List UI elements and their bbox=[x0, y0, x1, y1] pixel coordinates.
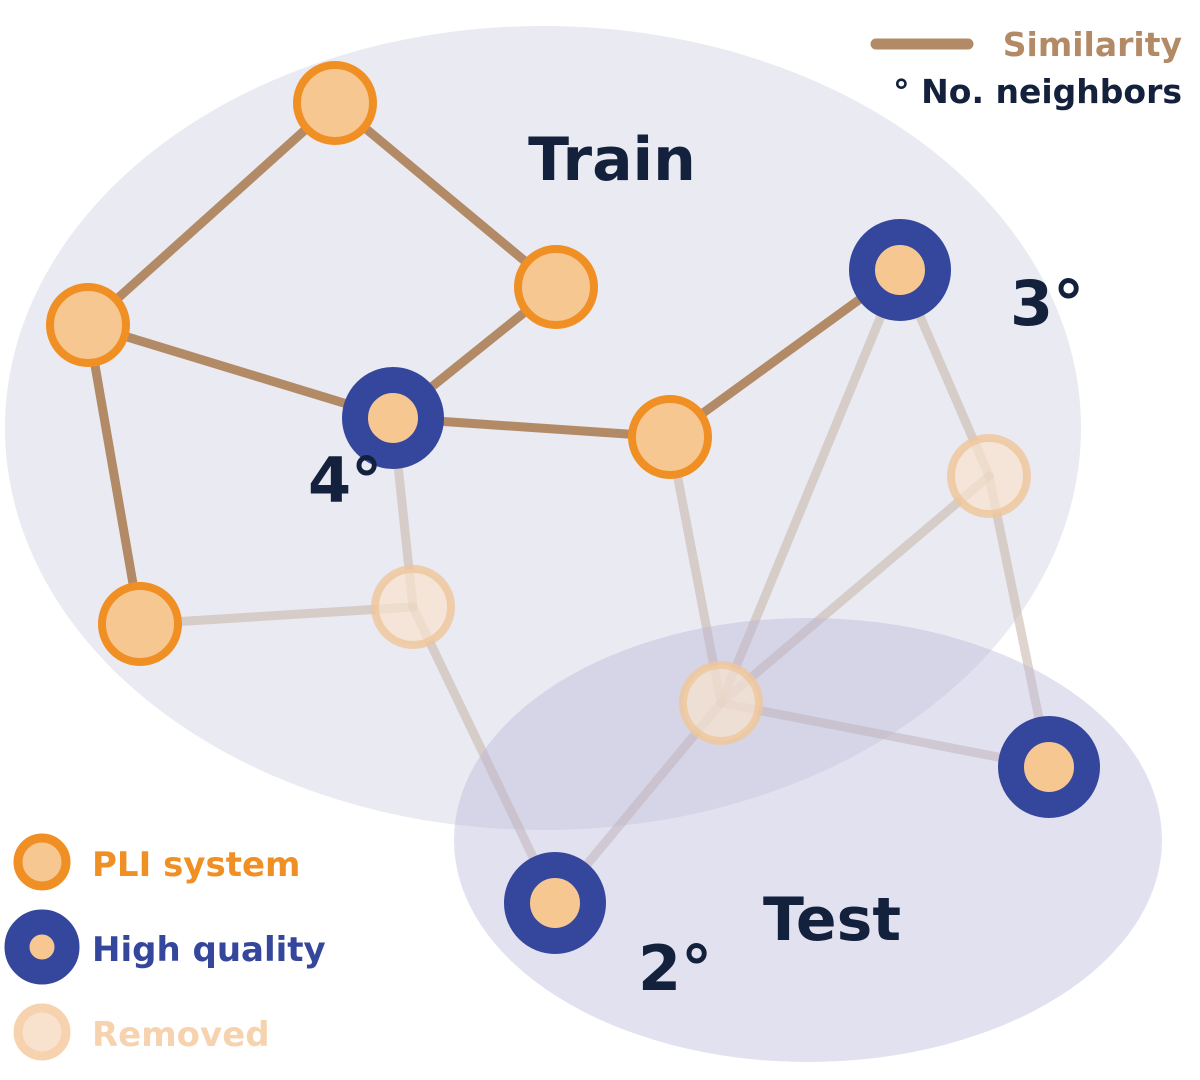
faded-edges bbox=[135, 265, 1054, 908]
removed-edge-F-J bbox=[716, 265, 905, 708]
pli-node-C bbox=[514, 245, 598, 329]
similarity-legend-label: Similarity bbox=[1003, 25, 1182, 64]
hq-node-L bbox=[504, 852, 606, 954]
similarity-edge-B-D bbox=[83, 320, 398, 423]
graph-nodes bbox=[46, 61, 1100, 954]
removed-node-H bbox=[371, 565, 455, 649]
similarity-edge-A-C bbox=[330, 98, 561, 292]
removed-legend-label: Removed bbox=[92, 1015, 270, 1055]
degree-labels: 4° 3° 2° bbox=[308, 267, 1084, 1005]
hq-node-F bbox=[849, 219, 951, 321]
hq-node-D bbox=[342, 367, 444, 469]
test-label: Test bbox=[763, 885, 901, 955]
hq-legend-icon bbox=[4, 909, 80, 985]
hq-node-K bbox=[998, 716, 1100, 818]
pli-legend-label: PLI system bbox=[92, 845, 300, 885]
hq-legend-label: High quality bbox=[92, 930, 326, 970]
test-region bbox=[454, 618, 1162, 1062]
removed-node-I bbox=[947, 434, 1031, 518]
removed-edge-G-H bbox=[135, 602, 418, 629]
train-label: Train bbox=[528, 125, 696, 195]
similarity-edge-A-B bbox=[83, 98, 340, 330]
pli-node-E bbox=[628, 395, 712, 479]
degree-label-F: 3° bbox=[1010, 267, 1084, 340]
pli-node-B bbox=[46, 283, 130, 367]
removed-edge-I-J bbox=[716, 471, 994, 708]
removed-edge-J-K bbox=[716, 698, 1054, 772]
pli-node-A bbox=[293, 61, 377, 145]
degree-label-L: 2° bbox=[638, 932, 712, 1005]
removed-legend-icon bbox=[13, 1003, 71, 1061]
degree-label-D: 4° bbox=[308, 444, 382, 517]
removed-node-J bbox=[679, 661, 763, 745]
similarity-edge-B-G bbox=[83, 320, 145, 629]
pli-legend-icon bbox=[13, 833, 71, 891]
removed-edge-E-J bbox=[665, 432, 726, 708]
removed-edge-H-L bbox=[408, 602, 560, 908]
pli-node-G bbox=[98, 582, 182, 666]
neighbors-legend-label: ° No. neighbors bbox=[893, 72, 1182, 111]
